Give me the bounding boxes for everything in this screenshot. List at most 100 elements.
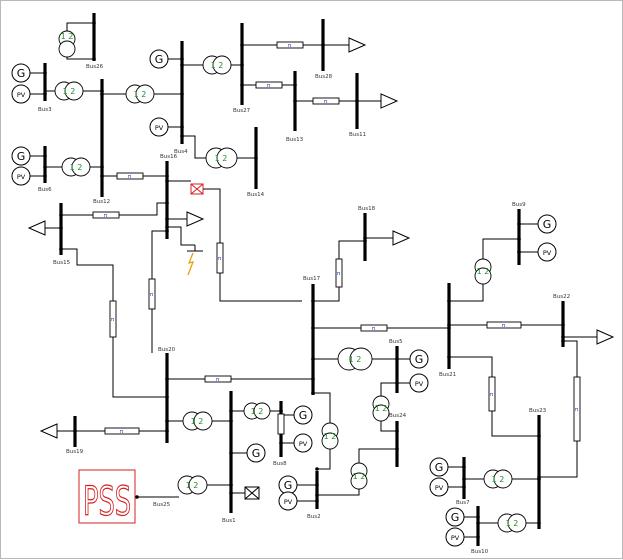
transformer[interactable]: 1 2 xyxy=(58,30,76,58)
transformer[interactable]: 1 2 xyxy=(483,469,513,489)
bus-label-24: Bus24 xyxy=(389,413,407,419)
wire-bus26-tf xyxy=(66,22,94,31)
line-branch[interactable]: π xyxy=(360,324,388,332)
line-branch[interactable]: π xyxy=(486,321,522,329)
transformer[interactable]: 1 2 xyxy=(182,411,213,431)
pv-node[interactable]: PV xyxy=(11,166,31,186)
svg-text:π: π xyxy=(104,213,107,219)
line-branch[interactable]: π xyxy=(104,427,140,435)
transformer[interactable]: 1 2 xyxy=(61,157,91,177)
transformer[interactable]: 1 2 xyxy=(205,147,238,169)
generator-icon[interactable]: G xyxy=(445,507,465,527)
transformer[interactable]: 1 2 xyxy=(350,462,368,490)
svg-text:G: G xyxy=(435,461,444,474)
transformer[interactable]: 1 2 xyxy=(177,475,208,495)
generator-icon[interactable]: G xyxy=(11,63,31,83)
breaker-icon[interactable] xyxy=(190,183,204,195)
load-arrow-icon[interactable] xyxy=(596,329,615,345)
pv-node[interactable]: PV xyxy=(409,373,429,393)
line-branch[interactable]: π xyxy=(148,278,156,310)
svg-text:1 2: 1 2 xyxy=(134,90,147,99)
bus-label-6: Bus6 xyxy=(38,187,52,193)
bus-label-20: Bus20 xyxy=(158,347,176,353)
load-arrow-icon[interactable] xyxy=(186,211,205,227)
wire-tf8-bus2 xyxy=(317,449,331,470)
pv-node[interactable]: PV xyxy=(429,477,449,497)
bus-label-11: Bus11 xyxy=(349,132,366,138)
line-branch[interactable]: π xyxy=(116,172,144,180)
wire-bus15-bus20 xyxy=(61,248,167,398)
bus-label-9: Bus9 xyxy=(512,202,526,208)
transformer[interactable]: 1 2 xyxy=(321,422,339,450)
transformer[interactable]: 1 2 xyxy=(202,55,232,75)
line-branch[interactable] xyxy=(277,413,285,435)
svg-text:1 2: 1 2 xyxy=(506,519,519,528)
bus-label-1: Bus1 xyxy=(222,518,236,524)
pv-node[interactable]: PV xyxy=(278,491,298,511)
line-branch[interactable]: π xyxy=(573,376,581,442)
svg-text:π: π xyxy=(111,317,114,323)
svg-text:π: π xyxy=(502,323,505,329)
svg-text:π: π xyxy=(324,99,327,105)
line-branch[interactable]: π xyxy=(312,97,340,105)
pv-node[interactable]: PV xyxy=(445,527,465,547)
svg-text:1 2: 1 2 xyxy=(70,163,83,172)
line-branch[interactable]: π xyxy=(276,41,304,49)
bus-label-26: Bus26 xyxy=(86,64,104,70)
wire-bus17-tf8 xyxy=(313,392,331,423)
generator-icon[interactable]: G xyxy=(293,405,313,425)
bus-label-5: Bus5 xyxy=(389,339,403,345)
pv-node[interactable]: PV xyxy=(11,84,31,104)
svg-text:π: π xyxy=(575,407,578,413)
transformer[interactable]: 1 2 xyxy=(497,513,527,533)
load-arrow-icon[interactable] xyxy=(27,220,46,236)
pv-node[interactable]: PV xyxy=(537,242,557,262)
pss-logo: PSS xyxy=(78,469,136,526)
breaker-icon[interactable] xyxy=(244,486,260,500)
bus-label-25: Bus25 xyxy=(153,502,171,508)
load-arrow-icon[interactable] xyxy=(392,230,411,246)
line-branch[interactable]: π xyxy=(109,300,117,338)
generator-icon[interactable]: G xyxy=(409,349,429,369)
transformer[interactable]: 1 2 xyxy=(54,81,84,101)
generator-icon[interactable]: G xyxy=(429,457,449,477)
pv-node[interactable]: PV xyxy=(149,117,169,137)
svg-text:1 2: 1 2 xyxy=(211,61,224,70)
line-branch[interactable]: π xyxy=(92,211,120,219)
svg-text:1 2: 1 2 xyxy=(349,355,362,364)
svg-text:π: π xyxy=(218,256,221,262)
generator-icon[interactable]: G xyxy=(149,49,169,69)
transformer[interactable]: 1 2 xyxy=(474,258,492,285)
bus-label-23: Bus23 xyxy=(529,408,547,414)
generator-icon[interactable]: G xyxy=(11,146,31,166)
generator-icon[interactable]: G xyxy=(537,214,557,234)
svg-text:π: π xyxy=(337,271,340,277)
svg-text:1 2: 1 2 xyxy=(215,154,228,163)
svg-text:π: π xyxy=(490,392,493,398)
generator-icon[interactable]: G xyxy=(278,475,298,495)
transformer[interactable]: 1 2 xyxy=(125,84,155,104)
load-arrow-icon[interactable] xyxy=(39,423,58,439)
transformer[interactable]: 1 2 xyxy=(337,347,373,371)
load-arrow-icon[interactable] xyxy=(380,93,399,109)
bus-label-3: Bus3 xyxy=(38,107,52,113)
line-branch[interactable]: π xyxy=(255,81,283,89)
svg-text:G: G xyxy=(299,409,308,422)
fault-lightning-icon[interactable] xyxy=(187,245,203,276)
bus-label-18: Bus18 xyxy=(358,206,376,212)
transformer[interactable]: 1 2 xyxy=(372,395,390,422)
svg-text:π: π xyxy=(128,174,131,180)
line-branch[interactable]: π xyxy=(216,242,224,274)
wire-tf24-bus24 xyxy=(380,419,397,432)
transformer[interactable]: 1 2 xyxy=(243,402,271,420)
load-arrow-icon[interactable] xyxy=(348,37,367,53)
line-branch[interactable]: π xyxy=(335,258,343,288)
svg-text:PV: PV xyxy=(435,484,444,492)
generator-icon[interactable]: G xyxy=(246,443,266,463)
bus-label-15: Bus15 xyxy=(53,260,71,266)
svg-text:G: G xyxy=(543,218,552,231)
svg-text:PV: PV xyxy=(17,91,26,99)
line-branch[interactable]: π xyxy=(488,376,496,412)
line-branch[interactable]: π xyxy=(204,375,232,383)
pv-node[interactable]: PV xyxy=(293,433,313,453)
